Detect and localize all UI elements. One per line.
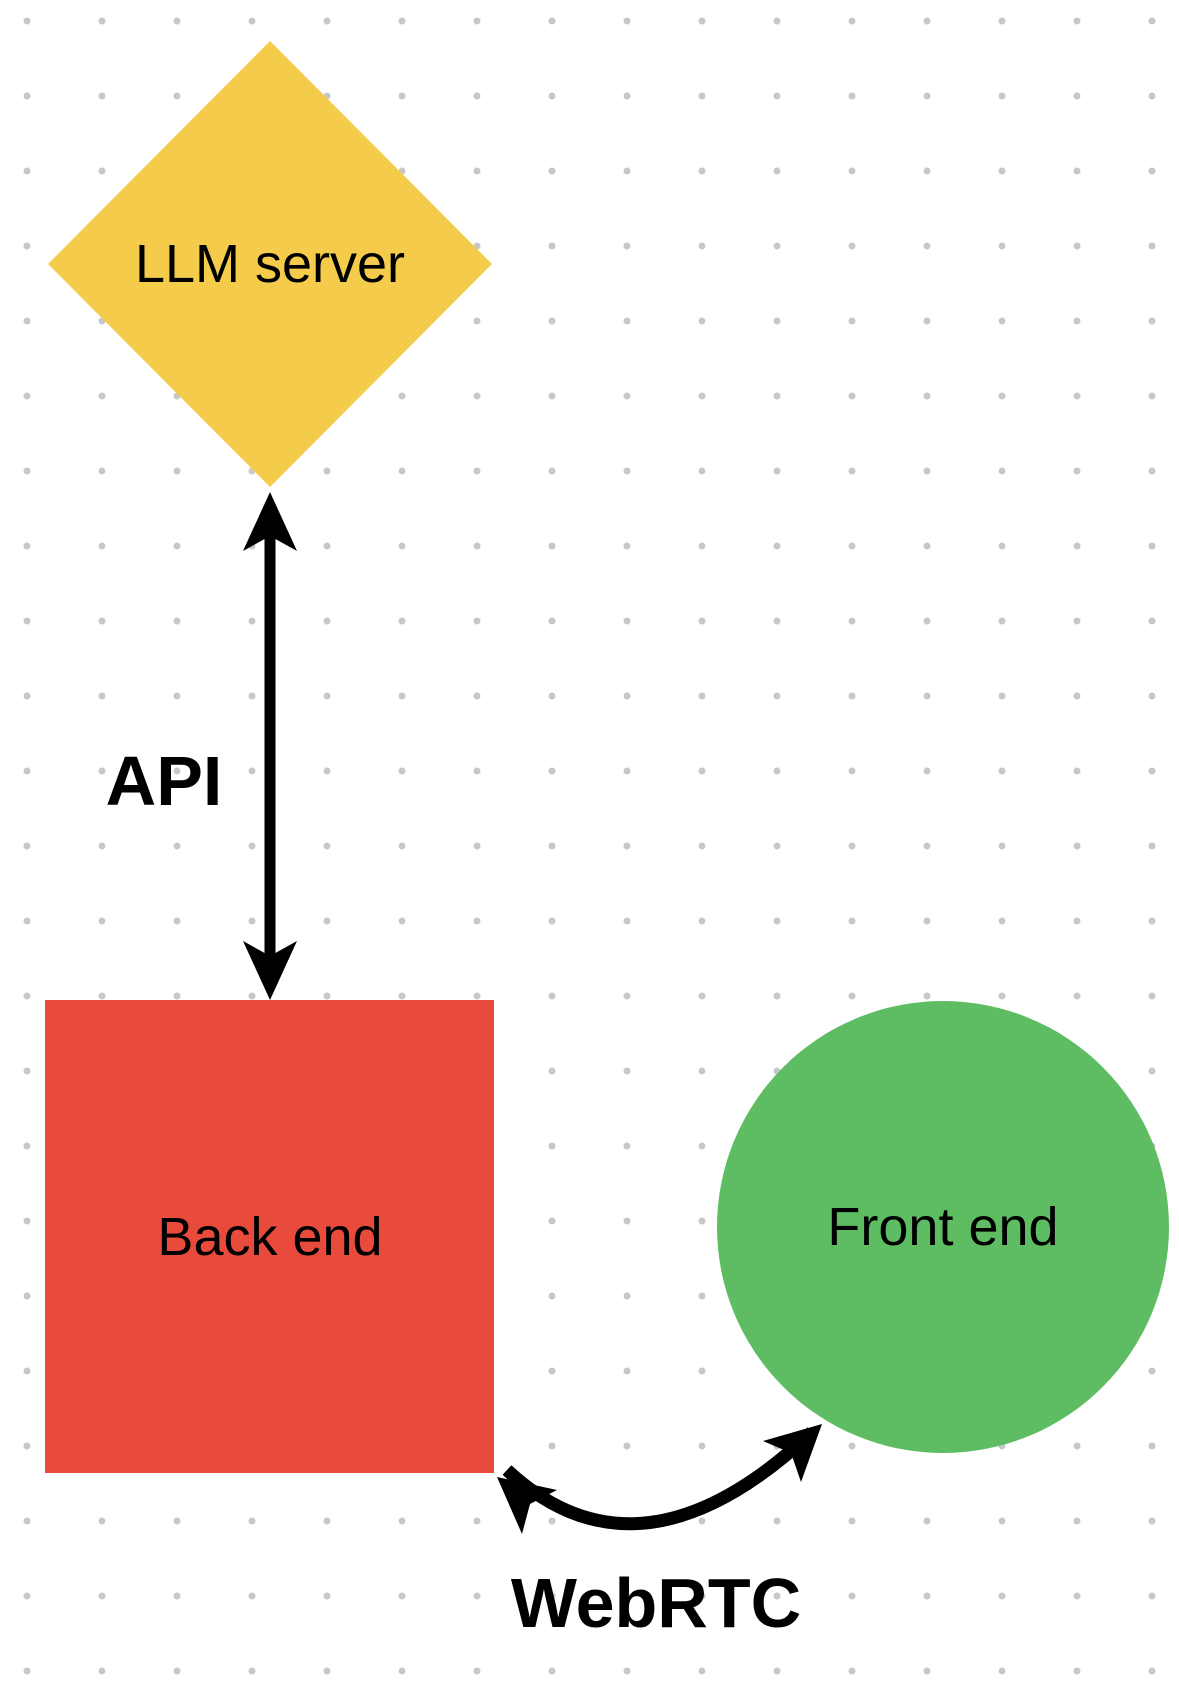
back-end-square[interactable] (45, 1000, 494, 1473)
back-end-label[interactable]: Back end (157, 1207, 382, 1267)
webrtc-edge-label[interactable]: WebRTC (511, 1564, 801, 1642)
front-end-circle[interactable] (717, 1001, 1169, 1453)
api-edge-label[interactable]: API (106, 742, 223, 820)
edge-webrtc[interactable] (497, 1424, 822, 1534)
webrtc-arrow-curve[interactable] (502, 1427, 817, 1531)
api-arrowhead-up[interactable] (243, 492, 297, 551)
webrtc-arrowhead-right[interactable] (763, 1424, 822, 1482)
front-end-label[interactable]: Front end (827, 1197, 1058, 1257)
llm-server-label[interactable]: LLM server (135, 234, 405, 294)
node-front-end[interactable]: Front end (717, 1001, 1169, 1453)
edge-api[interactable] (243, 492, 297, 1000)
llm-server-diamond[interactable] (48, 41, 492, 487)
node-llm-server[interactable]: LLM server (48, 41, 492, 487)
node-back-end[interactable]: Back end (45, 1000, 494, 1473)
webrtc-arrowhead-left[interactable] (497, 1477, 557, 1534)
api-arrowhead-down[interactable] (243, 941, 297, 1000)
